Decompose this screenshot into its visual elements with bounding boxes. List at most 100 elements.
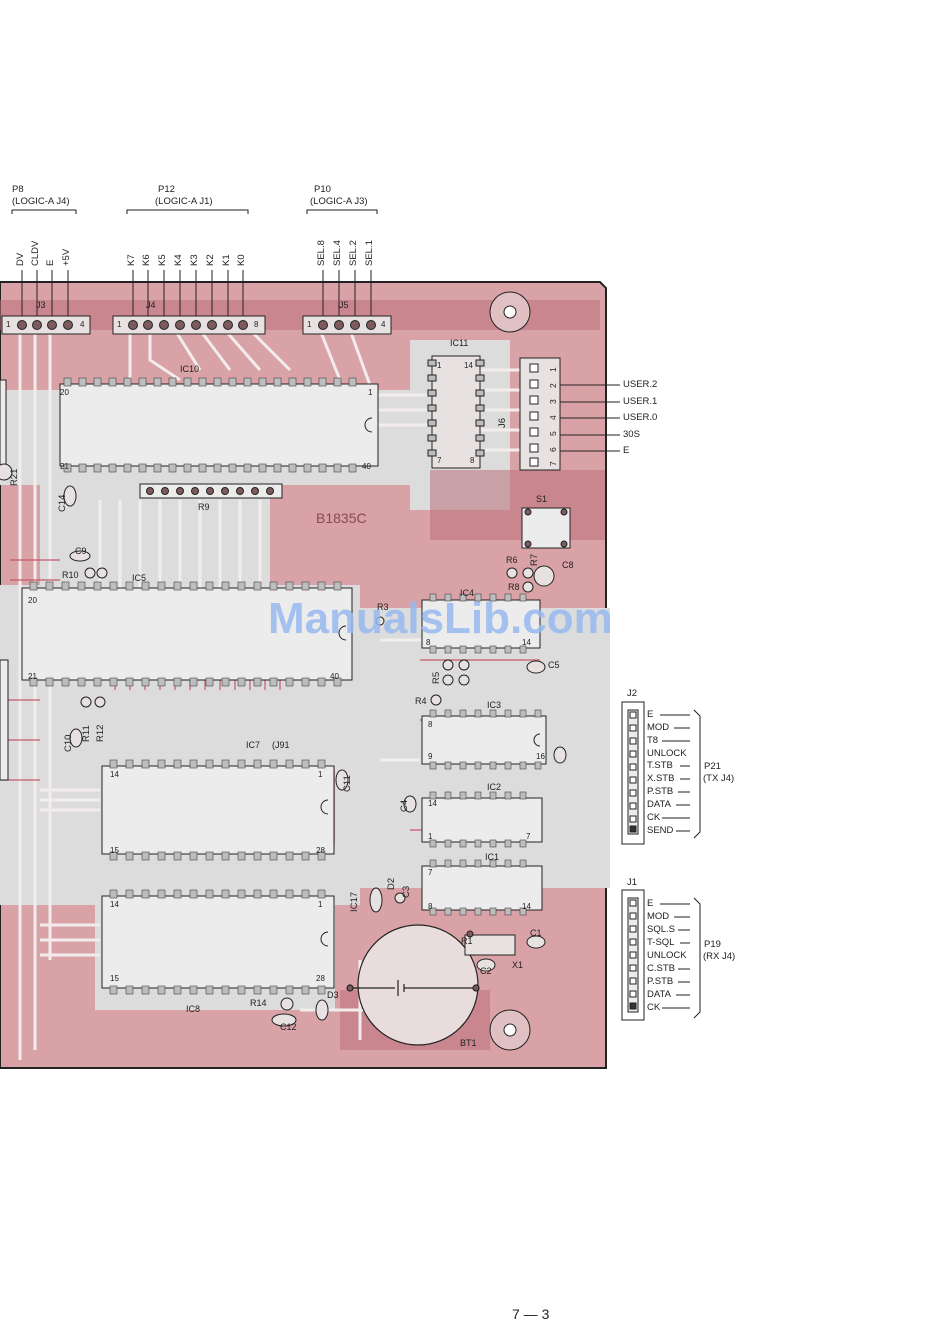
p12-pin-label: K1 bbox=[221, 254, 232, 266]
ic5-pins bbox=[29, 581, 342, 687]
p19-subtitle: (RX J4) bbox=[703, 951, 736, 962]
ic10-pin: 20 bbox=[60, 388, 69, 397]
ic2-package bbox=[421, 797, 543, 843]
ic1-pin: 14 bbox=[522, 902, 531, 911]
j2-signal: T.STB bbox=[647, 760, 673, 771]
p8-pin-label: +5V bbox=[61, 248, 72, 266]
j1-signal: T-SQL bbox=[647, 937, 675, 948]
page-number: 7 — 3 bbox=[512, 1306, 550, 1322]
j1-signal: MOD bbox=[647, 911, 670, 922]
bt1-battery bbox=[346, 924, 480, 1046]
ic8-pin: 1 bbox=[318, 900, 323, 909]
r10-label: R10 bbox=[62, 570, 79, 580]
c3-label: C3 bbox=[401, 885, 412, 898]
p10-pin-label: SEL.4 bbox=[332, 240, 343, 266]
p12-pin-label: K5 bbox=[157, 254, 168, 266]
x1-label: X1 bbox=[512, 960, 524, 970]
j5-label: J5 bbox=[339, 300, 349, 310]
ic10-package bbox=[59, 383, 379, 467]
p12-pin-label: K6 bbox=[141, 254, 152, 266]
ic2-pin: 14 bbox=[428, 799, 437, 808]
ic2-label: IC2 bbox=[487, 782, 502, 792]
p10-title: P10 bbox=[314, 184, 331, 195]
r12-label: R12 bbox=[95, 724, 106, 742]
j2-signal: P.STB bbox=[647, 786, 674, 797]
ic1-package bbox=[421, 865, 543, 911]
ic1-pin: 8 bbox=[428, 902, 433, 911]
j2-leads bbox=[660, 709, 701, 839]
j1-signal: UNLOCK bbox=[647, 950, 687, 961]
ic10-pin: 21 bbox=[60, 462, 69, 471]
mounting-holes bbox=[489, 291, 531, 1051]
r4-label: R4 bbox=[415, 696, 427, 706]
ic11-package bbox=[427, 355, 485, 469]
r5-label: R5 bbox=[431, 671, 442, 684]
j2-signal: X.STB bbox=[647, 773, 675, 784]
ic11-pin: 8 bbox=[470, 456, 475, 465]
ic7-pins bbox=[109, 759, 326, 861]
ic2-pin: 7 bbox=[526, 832, 531, 841]
ic3-pin: 8 bbox=[428, 720, 433, 729]
c4-label: C4 bbox=[399, 799, 410, 812]
j2-signal: T8 bbox=[647, 735, 659, 746]
bt1-label: BT1 bbox=[460, 1038, 477, 1048]
p8-pin-label: CLDV bbox=[30, 240, 41, 266]
j4-pin-last: 8 bbox=[254, 320, 259, 329]
p12-pin-label: K2 bbox=[205, 254, 216, 266]
j1-signal: DATA bbox=[647, 989, 671, 1000]
ic11-pin: 1 bbox=[437, 361, 442, 370]
ic7-pin: 1 bbox=[318, 770, 323, 779]
ic11-label: IC11 bbox=[450, 338, 469, 348]
ic3-package bbox=[421, 715, 547, 765]
ic4-package bbox=[421, 599, 541, 649]
j6-signal-label: E bbox=[623, 445, 630, 456]
p10-pin-label: SEL.8 bbox=[316, 240, 327, 266]
j4-label: J4 bbox=[146, 300, 156, 310]
connector-j2 bbox=[621, 701, 645, 845]
j1-leads bbox=[660, 897, 701, 1019]
j1-signal: E bbox=[647, 898, 654, 909]
p8-pin-label: E bbox=[45, 259, 56, 266]
ic7-label: IC7 bbox=[246, 740, 261, 750]
j6-leads bbox=[560, 384, 620, 452]
ic5-pin: 20 bbox=[28, 596, 37, 605]
c1-label: C1 bbox=[530, 928, 542, 938]
r21-label: R21 bbox=[9, 468, 20, 486]
small-ic-pins bbox=[429, 593, 542, 916]
watermark-text: ManualsLib.com bbox=[268, 594, 613, 643]
ic7-tag: (J91 bbox=[272, 740, 290, 750]
ic3-pin: 16 bbox=[536, 752, 545, 761]
j2-signal: UNLOCK bbox=[647, 748, 687, 759]
ic4-pin: 14 bbox=[522, 638, 531, 647]
ic1-label: IC1 bbox=[485, 852, 500, 862]
c5-label: C5 bbox=[548, 660, 560, 670]
header-leads bbox=[21, 270, 372, 318]
p12-pin-label: K3 bbox=[189, 254, 200, 266]
r6-label: R6 bbox=[506, 555, 518, 565]
header-brackets bbox=[11, 209, 378, 214]
ic8-pin: 15 bbox=[110, 974, 119, 983]
j4-pin-first: 1 bbox=[117, 320, 122, 329]
d2-label: D2 bbox=[386, 877, 397, 890]
p21-label: P21 bbox=[704, 761, 721, 772]
j1-label: J1 bbox=[627, 877, 638, 888]
j6-signal-label: USER.2 bbox=[623, 379, 658, 390]
r1-label: R1 bbox=[461, 936, 473, 946]
ic2-pin: 1 bbox=[428, 832, 433, 841]
ic3-label: IC3 bbox=[487, 700, 502, 710]
connector-j4 bbox=[112, 315, 266, 335]
ic5-pin: 40 bbox=[330, 672, 339, 681]
r3-label: R3 bbox=[377, 602, 389, 612]
d3-label: D3 bbox=[327, 990, 339, 1000]
s1-switch bbox=[521, 507, 571, 549]
p10-pin-label: SEL.2 bbox=[348, 240, 359, 266]
board-code: B1835C bbox=[316, 510, 367, 526]
ic8-pins bbox=[109, 889, 326, 995]
c8-label: C8 bbox=[562, 560, 574, 570]
j2-signal: SEND bbox=[647, 825, 674, 836]
ic7-package bbox=[101, 765, 335, 855]
ic1-pin: 7 bbox=[428, 868, 433, 877]
discrete-components bbox=[0, 463, 567, 1027]
p8-subtitle: (LOGIC-A J4) bbox=[12, 196, 70, 207]
